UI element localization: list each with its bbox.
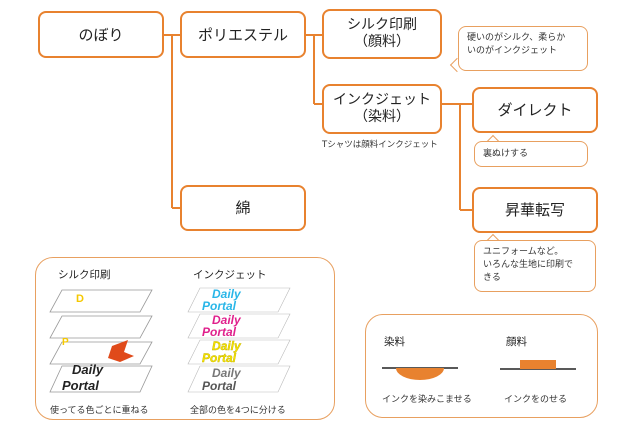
node-inkjet: インクジェット （染料） [322,84,442,134]
node-direct-label: ダイレクト [497,101,573,119]
silk-letter-d: D [76,293,84,305]
silk-logo-line1: Daily [72,362,104,377]
hardness-note: 硬いのがシルク、柔らか いのがインクジェット [458,26,588,71]
node-silk-print-label: シルク印刷 [347,17,417,34]
inkjet-magenta-line2: Portal [202,325,237,339]
inkjet-black-line2: Portal [202,379,237,393]
silk-red-splash [108,340,134,362]
inkjet-layer-yellow [187,339,291,365]
sublimation-note-line2: いろんな生地に印刷で [483,260,574,271]
node-cotton-label: 綿 [235,199,251,217]
inkjet-black-line1: Daily [212,366,242,380]
inkjet-yellow-line2: Portal [202,351,237,365]
print-method-comparison-panel [35,257,335,420]
node-silk-print: シルク印刷 （顔料） [322,9,442,59]
hardness-note-line1: 硬いのがシルク、柔らか [467,33,566,43]
inkjet-magenta-line1: Daily [212,313,242,327]
inkjet-panel-caption: 全部の色を4つに分ける [190,406,286,416]
silk-panel-title: シルク印刷 [58,269,111,281]
tshirt-caption: Tシャツは顔料インクジェット [322,140,438,150]
silk-layer-4 [49,365,153,393]
node-sublimation-label: 昇華転写 [504,201,565,219]
inkjet-yellow-line1: Daily [212,339,242,353]
ink-type-panel [365,314,598,418]
inkjet-cyan-line2: Portal [202,299,237,313]
dye-title: 染料 [384,336,405,348]
direct-note-text: 裏ぬけする [483,149,529,159]
node-direct: ダイレクト [472,87,598,133]
inkjet-layer-black [187,365,291,393]
node-polyester: ポリエステル [180,11,306,58]
pigment-title: 顔料 [506,336,527,348]
node-sublimation: 昇華転写 [472,187,598,233]
node-silk-print-sublabel: （顔料） [354,34,410,50]
inkjet-panel-title: インクジェット [193,269,267,281]
inkjet-layer-magenta [187,313,291,339]
silk-letter-p: P [62,337,69,348]
silk-logo-line2: Portal [62,378,99,393]
sublimation-note-line1: ユニフォームなど。 [483,247,564,257]
node-polyester-label: ポリエステル [197,25,288,44]
silk-layer-1 [49,289,153,313]
direct-note: 裏ぬけする [474,141,588,167]
dye-caption: インクを染みこませる [382,395,472,405]
silk-panel-caption: 使ってる色ごとに重ねる [50,406,149,416]
dye-absorbed-ink [396,368,444,380]
pigment-surface-ink [520,360,556,369]
sublimation-note-line3: きる [483,273,501,284]
inkjet-layer-cyan [187,287,291,313]
node-nobori-label: のぼり [78,25,124,44]
sublimation-note: ユニフォームなど。 いろんな生地に印刷で きる [474,240,596,292]
node-inkjet-sublabel: （染料） [354,109,410,125]
node-inkjet-label: インクジェット [333,92,431,109]
inkjet-layer-stack: Daily Portal Daily Portal Daily Portal D… [187,287,291,393]
silk-layer-2 [49,315,153,339]
hardness-note-line2: いのがインクジェット [467,46,558,57]
pigment-caption: インクをのせる [504,395,568,405]
inkjet-cyan-line1: Daily [212,287,242,301]
node-cotton: 綿 [180,185,306,231]
node-nobori: のぼり [38,11,164,58]
